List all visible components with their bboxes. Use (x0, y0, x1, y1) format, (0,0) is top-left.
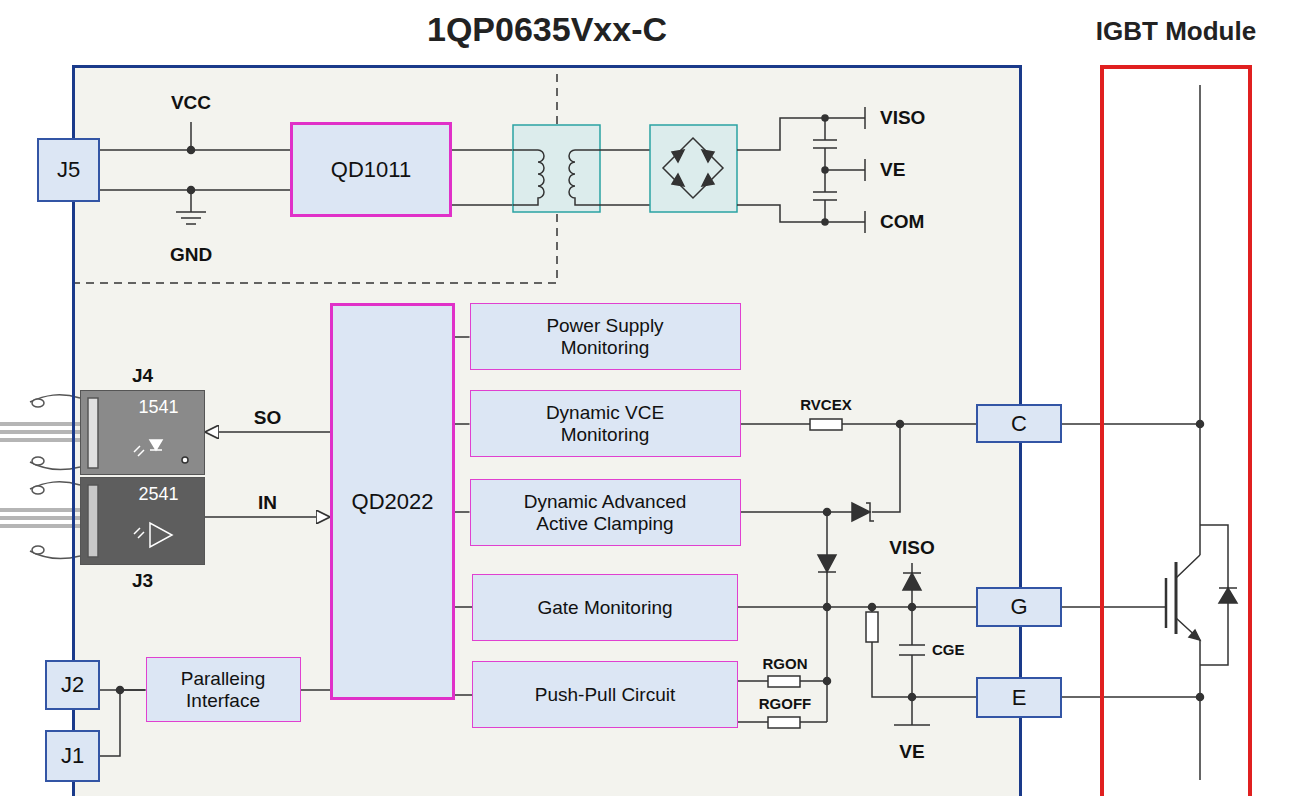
board-ground (72, 65, 1022, 796)
connector-body (80, 390, 205, 475)
heading: J4 (132, 365, 153, 387)
block-label: QD2022 (352, 489, 434, 514)
igbt-module: IGBT Module (1100, 65, 1252, 796)
block-label: J1 (61, 743, 84, 768)
connector-port: J1 (45, 730, 100, 782)
ic-block: QD1011 (290, 122, 452, 217)
wire (741, 423, 977, 425)
wire (455, 606, 472, 608)
rail-label: VE (899, 742, 924, 763)
wire (1062, 423, 1100, 425)
rail-label: VISO (880, 108, 925, 129)
gate-resistors (738, 604, 831, 729)
function-block: Power Supply Monitoring (470, 303, 741, 370)
connector-body (80, 477, 205, 565)
block-label: Paralleing Interface (155, 668, 292, 712)
function-block: Dynamic VCE Monitoring (470, 390, 741, 457)
wire (100, 690, 146, 756)
function-block: Push-Pull Circuit (472, 661, 738, 728)
function-block: Gate Monitoring (472, 574, 738, 641)
wire (455, 694, 472, 696)
heading: 1QP0635Vxx-C (427, 10, 667, 49)
block-label: J2 (61, 672, 84, 697)
wire (205, 431, 330, 433)
wire (301, 689, 331, 691)
part-number: 1541 (121, 397, 196, 418)
terminal-port: C (976, 404, 1062, 443)
rail-label: VE (880, 160, 905, 181)
ic-block: QD2022 (330, 303, 455, 700)
parallel-wiring (117, 687, 124, 694)
block-label: QD1011 (331, 157, 411, 182)
block-label: Dynamic VCE Monitoring (511, 402, 700, 446)
transformer-symbol (513, 125, 650, 212)
supply-pin: VCC (171, 93, 211, 114)
rail-label: COM (880, 212, 924, 233)
part-number: 2541 (121, 484, 196, 505)
heading: IGBT Module (1096, 17, 1256, 47)
block-label: Dynamic Advanced Active Clamping (511, 491, 700, 535)
block-label: J5 (57, 157, 80, 182)
capacitor-label: CGE (932, 642, 965, 659)
clamp-circuit (738, 419, 904, 722)
function-block: Paralleing Interface (146, 657, 301, 722)
fiber-receiver: 2541J3 (80, 477, 205, 565)
terminal-port: E (976, 677, 1062, 718)
wire (1062, 696, 1100, 698)
fiber-cables (0, 424, 80, 526)
isolation-boundary (72, 65, 557, 283)
block-label: Push-Pull Circuit (535, 684, 675, 706)
wire (455, 336, 470, 338)
bridge-rectifier (650, 107, 865, 233)
function-block: Dynamic Advanced Active Clamping (470, 479, 741, 546)
driver-board: 1QP0635Vxx-CJ5QD1011J415412541J3QD2022Po… (72, 65, 1022, 796)
wire (455, 423, 470, 425)
block-label: Gate Monitoring (537, 597, 672, 619)
signal-name: IN (258, 493, 277, 514)
ground-label: GND (170, 245, 212, 266)
gate-emitter-network (866, 563, 976, 725)
connector-port: J5 (37, 138, 100, 202)
signal-name: SO (254, 408, 281, 429)
resistor-label: RGON (763, 656, 808, 673)
connector-port: J2 (45, 660, 100, 710)
resistor-label: RGOFF (759, 696, 812, 713)
igbt-symbol (1062, 85, 1237, 780)
block-label: G (1010, 594, 1027, 619)
block-label: C (1011, 411, 1027, 436)
block-label: Power Supply Monitoring (511, 315, 700, 359)
block-label: E (1012, 685, 1027, 710)
supply-wiring (176, 122, 513, 224)
heading: J3 (132, 570, 153, 592)
fiber-transmitter: J41541 (80, 390, 205, 475)
rail-label: VISO (889, 538, 934, 559)
wire (1062, 606, 1100, 608)
wire (205, 516, 330, 518)
resistor-label: RVCEX (800, 397, 851, 414)
terminal-port: G (976, 587, 1062, 627)
wire (738, 606, 976, 608)
wire (455, 511, 470, 513)
